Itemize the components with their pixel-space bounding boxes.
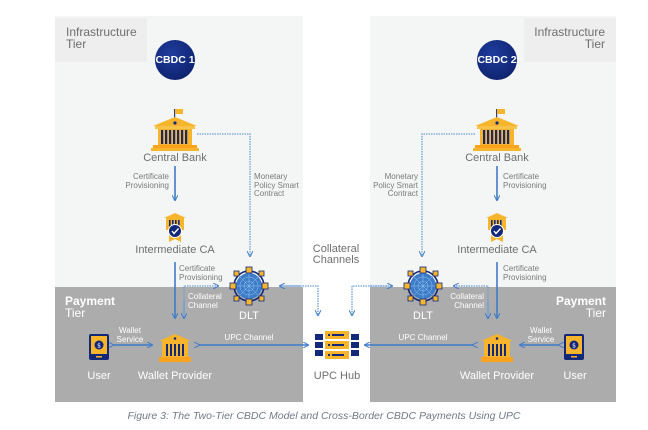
right-infrastructure-tier-box: Infrastructure Tier xyxy=(524,18,616,62)
server-stack-icon xyxy=(315,331,359,359)
wallet-provider-label: Wallet Provider xyxy=(137,370,213,382)
line: Provisioning xyxy=(503,272,547,282)
left-collateral-dotted-arrow xyxy=(183,286,218,318)
central-bank-label: Central Bank xyxy=(465,152,529,164)
monetary-policy-dotted-arrow xyxy=(197,133,250,256)
line: Channel xyxy=(188,300,218,310)
dlt-label: DLT xyxy=(413,310,433,322)
left-infrastructure-tier-box: Infrastructure Tier xyxy=(55,18,147,62)
left-payment-tier-label: Payment Tier xyxy=(65,295,115,319)
central-bank-icon xyxy=(151,109,199,151)
line: Monetary xyxy=(384,172,418,181)
line: Wallet xyxy=(119,326,141,335)
infra-tier-line2: Tier xyxy=(584,37,605,51)
line: Provisioning xyxy=(503,180,547,190)
payment-tier-line2: Tier xyxy=(65,306,86,320)
intermediate-ca-label: Intermediate CA xyxy=(135,244,215,256)
wallet-provider-label: Wallet Provider xyxy=(459,370,535,382)
line: Service xyxy=(116,334,144,344)
line: Contract xyxy=(387,189,418,198)
collateral-channel-label: Collateral Channel xyxy=(188,292,222,310)
line: Contract xyxy=(254,189,285,198)
wallet-service-label: Wallet Service xyxy=(527,326,555,344)
line: Collateral xyxy=(312,243,360,255)
figure-caption: Figure 3: The Two-Tier CBDC Model and Cr… xyxy=(127,410,521,422)
intermediate-ca-label: Intermediate CA xyxy=(457,244,537,256)
line: Provisioning xyxy=(125,180,169,190)
collateral-channels-label: Collateral Channels xyxy=(313,244,359,266)
user-label: User xyxy=(87,370,111,382)
user-label: User xyxy=(563,370,587,382)
payment-tier-line1: Payment xyxy=(65,294,116,308)
right-payment-tier-label: Payment Tier xyxy=(556,295,606,319)
infra-tier-line1: Infrastructure xyxy=(534,25,605,39)
monetary-policy-dotted-arrow xyxy=(422,133,475,256)
monetary-policy-label: Monetary Policy Smart Contract xyxy=(370,172,418,199)
central-bank-icon xyxy=(473,109,521,151)
payment-tier-line1: Payment xyxy=(555,294,606,308)
line: Certificate xyxy=(503,172,540,181)
right-collateral-dotted-arrow xyxy=(454,285,489,318)
network-globe-icon xyxy=(403,266,443,306)
cert-provisioning-2-label: Certificate Provisioning xyxy=(503,264,547,282)
mobile-wallet-icon xyxy=(564,334,584,360)
cbdc-1-badge: CBDC 1 xyxy=(155,40,195,80)
dlt-label: DLT xyxy=(239,310,259,322)
line: Channel xyxy=(454,300,484,310)
line: Policy Smart xyxy=(254,180,299,190)
right-infrastructure-tier-label: Infrastructure Tier xyxy=(534,26,605,50)
upc-channel-label: UPC Channel xyxy=(398,333,448,342)
wallet-provider-bank-icon xyxy=(159,334,191,362)
line: Wallet xyxy=(530,326,552,335)
line: Monetary xyxy=(254,172,288,181)
infra-tier-line2: Tier xyxy=(66,37,87,51)
wallet-provider-bank-icon xyxy=(481,334,513,362)
left-infrastructure-tier-label: Infrastructure Tier xyxy=(66,26,137,50)
line: Collateral xyxy=(188,292,222,301)
line: Service xyxy=(527,334,555,344)
certificate-badge-icon xyxy=(163,212,187,243)
right-connectors xyxy=(352,133,559,345)
cbdc-2-badge: CBDC 2 xyxy=(477,40,517,80)
payment-tier-line2: Tier xyxy=(585,306,606,320)
central-bank-label: Central Bank xyxy=(143,152,207,164)
line: Certificate xyxy=(132,172,169,181)
certificate-badge-icon xyxy=(485,212,509,243)
line: Channels xyxy=(312,254,360,266)
left-connectors xyxy=(113,133,318,345)
collateral-to-hub-dotted-arrow xyxy=(280,285,318,315)
upc-channel-label: UPC Channel xyxy=(224,333,274,342)
cert-provisioning-label: Certificate Provisioning xyxy=(503,172,547,190)
mobile-wallet-icon xyxy=(89,334,109,360)
cert-provisioning-label: Certificate Provisioning xyxy=(125,172,169,190)
line: Provisioning xyxy=(179,272,223,282)
wallet-service-label: Wallet Service xyxy=(116,326,144,344)
cert-provisioning-2-label: Certificate Provisioning xyxy=(179,264,223,282)
network-globe-icon xyxy=(229,266,269,306)
monetary-policy-label: Monetary Policy Smart Contract xyxy=(254,172,299,199)
collateral-to-hub-dotted-arrow xyxy=(352,285,392,315)
line: Certificate xyxy=(179,264,216,273)
infra-tier-line1: Infrastructure xyxy=(66,25,137,39)
line: Certificate xyxy=(503,264,540,273)
line: Policy Smart xyxy=(373,180,418,190)
upc-hub-label: UPC Hub xyxy=(313,370,361,382)
line: Collateral xyxy=(450,292,484,301)
collateral-channel-label: Collateral Channel xyxy=(440,292,484,310)
